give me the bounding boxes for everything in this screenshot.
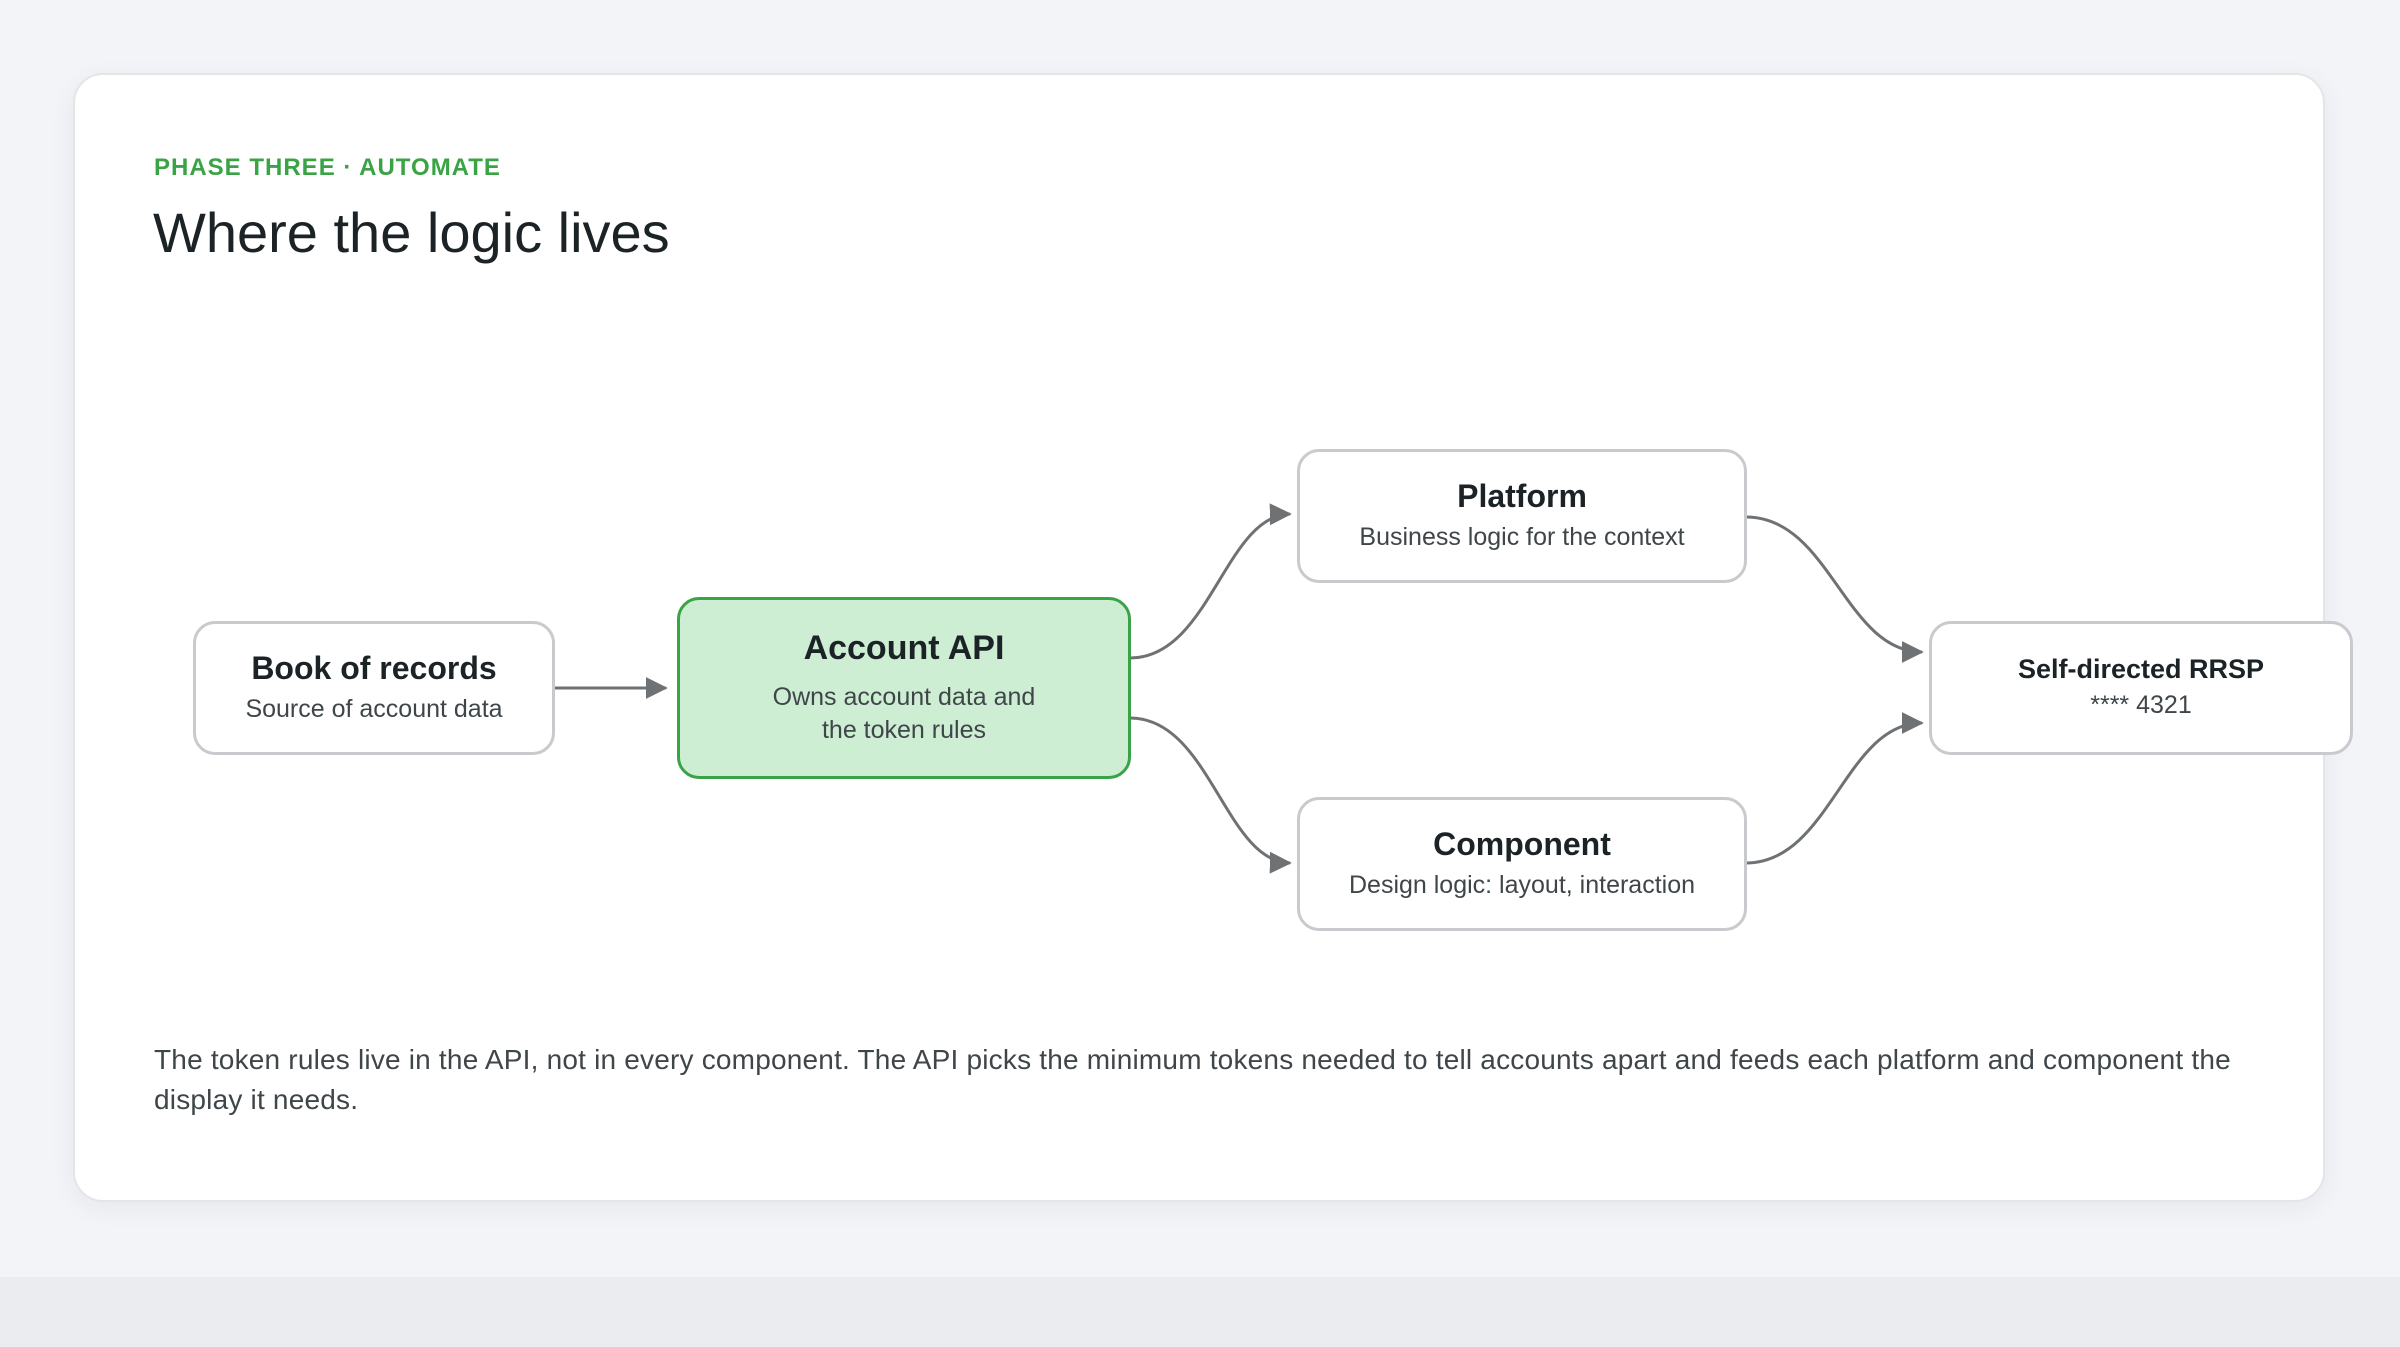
node-title: Account API (803, 628, 1005, 667)
edge-api-to-platform (1129, 503, 1292, 660)
page-footer-band (0, 1277, 2400, 1347)
page-title: Where the logic lives (153, 201, 670, 264)
account-name: Self-directed RRSP (2017, 653, 2265, 684)
node-title: Book of records (251, 649, 497, 686)
phase-eyebrow: PHASE THREE · AUTOMATE (154, 154, 501, 181)
node-subtitle: Design logic: layout, interaction (1348, 871, 1696, 900)
edge-platform-to-account (1745, 515, 1924, 663)
node-subtitle: Source of account data (245, 695, 503, 724)
node-component: Component Design logic: layout, interact… (1297, 797, 1747, 931)
node-title: Component (1433, 825, 1611, 862)
node-subtitle-line: Owns account data and (772, 682, 1036, 711)
node-subtitle-line: the token rules (821, 716, 986, 745)
node-account-api: Account API Owns account data and the to… (677, 597, 1131, 779)
node-title: Platform (1457, 477, 1587, 514)
node-subtitle: Owns account data and the token rules (773, 681, 1036, 749)
edge-component-to-account (1745, 712, 1924, 865)
account-masked-number: **** 4321 (2090, 691, 2192, 720)
diagram-caption: The token rules live in the API, not in … (154, 1044, 2231, 1115)
node-platform: Platform Business logic for the context (1297, 449, 1747, 583)
node-account-card: Self-directed RRSP **** 4321 (1929, 621, 2353, 755)
edge-api-to-component (1129, 716, 1292, 874)
node-subtitle: Business logic for the context (1359, 523, 1685, 552)
node-book-of-records: Book of records Source of account data (193, 621, 555, 755)
